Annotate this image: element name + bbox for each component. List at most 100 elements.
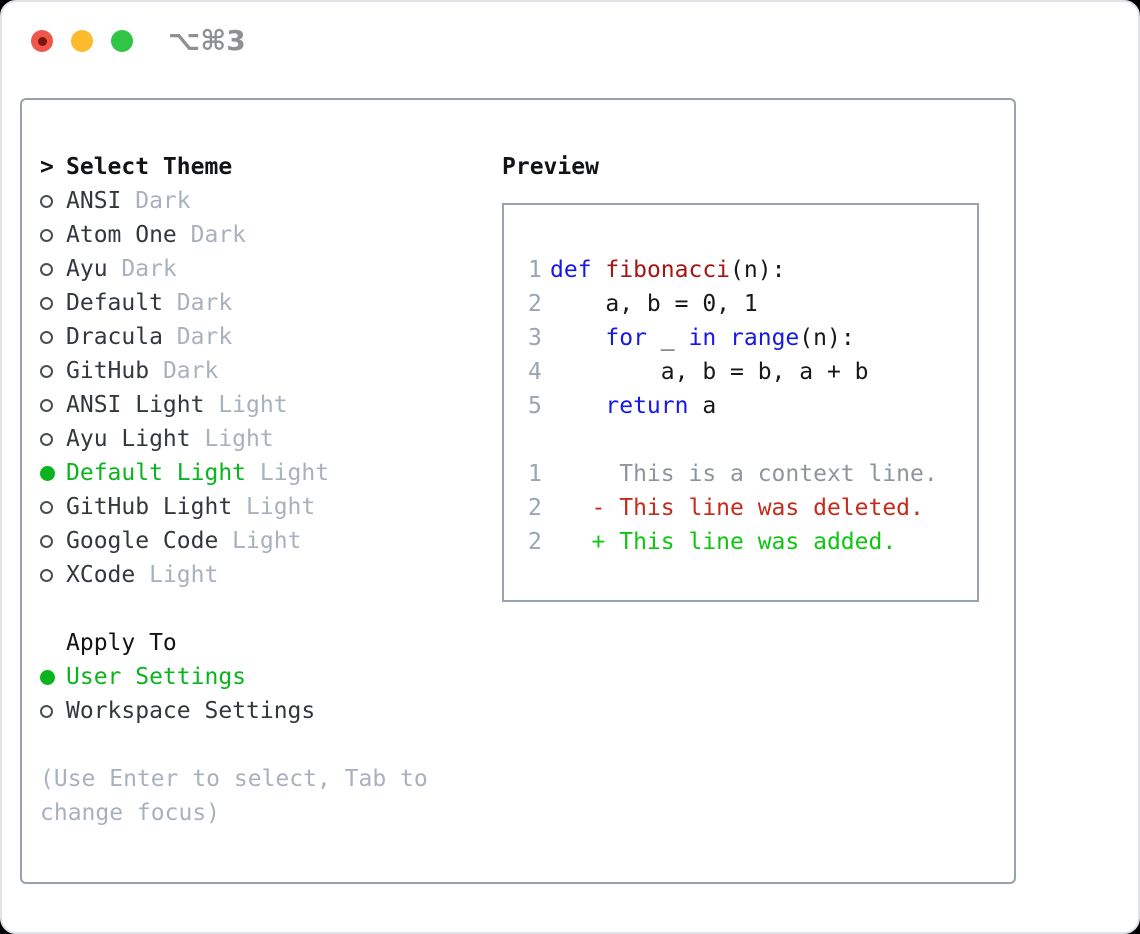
code-token: for xyxy=(605,325,647,351)
line-number: 2 xyxy=(528,291,542,317)
code-line: 3 for _ in range(n): xyxy=(528,321,965,355)
theme-item[interactable]: Ayu Light Light xyxy=(40,422,480,456)
code-token: - This line was deleted. xyxy=(550,495,924,521)
titlebar: ⌥⌘3 xyxy=(2,2,1138,82)
line-number: 4 xyxy=(528,359,542,385)
radio-selected-icon xyxy=(40,669,55,685)
radio-icon xyxy=(40,568,53,582)
theme-item[interactable]: Atom One Dark xyxy=(40,218,480,252)
code-line: 2 a, b = 0, 1 xyxy=(528,287,965,321)
code-token: range xyxy=(730,325,800,351)
radio-selected-icon xyxy=(40,465,55,481)
line-number: 1 xyxy=(528,257,542,283)
apply-to-title: Apply To xyxy=(66,630,177,656)
theme-item[interactable]: Ayu Dark xyxy=(40,252,480,286)
code-token: def xyxy=(550,257,592,283)
line-number: 1 xyxy=(528,461,542,487)
code-line: 5 return a xyxy=(528,389,965,423)
radio-icon xyxy=(40,432,53,446)
diff-line: 2 - This line was deleted. xyxy=(528,491,965,525)
code-token xyxy=(550,389,605,423)
line-number: 3 xyxy=(528,325,542,351)
theme-variant: Light xyxy=(232,494,316,520)
preview-header: Preview xyxy=(502,150,998,184)
theme-name: ANSI Light xyxy=(66,392,205,418)
theme-variant: Light xyxy=(204,392,288,418)
theme-name: GitHub xyxy=(66,358,150,384)
radio-icon xyxy=(40,194,53,208)
theme-name: Default xyxy=(66,290,163,316)
line-number: 2 xyxy=(528,529,542,555)
code-token: fibonacci xyxy=(605,257,731,283)
apply-to-header: Apply To xyxy=(40,626,480,660)
code-line: 4 a, b = b, a + b xyxy=(528,355,965,389)
preview-title: Preview xyxy=(502,154,599,180)
theme-variant: Light xyxy=(135,562,219,588)
theme-item[interactable]: GitHub Light Light xyxy=(40,490,480,524)
theme-item[interactable]: Default Dark xyxy=(40,286,480,320)
theme-item[interactable]: Dracula Dark xyxy=(40,320,480,354)
theme-variant: Dark xyxy=(107,256,177,282)
code-token: return xyxy=(605,393,689,419)
radio-icon xyxy=(40,330,53,344)
theme-name: XCode xyxy=(66,562,136,588)
code-token: in xyxy=(688,325,717,351)
theme-name: Dracula xyxy=(66,324,163,350)
theme-item[interactable]: Google Code Light xyxy=(40,524,480,558)
theme-name: Default Light xyxy=(66,460,247,486)
code-token xyxy=(592,253,606,287)
code-token: + This line was added. xyxy=(550,529,897,555)
close-dot-icon xyxy=(37,36,47,46)
theme-variant: Dark xyxy=(176,222,247,248)
theme-item[interactable]: ANSI Light Light xyxy=(40,388,480,422)
theme-variant: Dark xyxy=(162,290,233,316)
radio-icon xyxy=(40,228,53,242)
theme-item[interactable]: XCode Light xyxy=(40,558,480,592)
spacer xyxy=(40,592,480,626)
line-number: 2 xyxy=(528,495,542,521)
theme-name: Google Code xyxy=(66,528,219,554)
theme-item[interactable]: Default Light Light xyxy=(40,456,480,490)
radio-icon xyxy=(40,364,53,378)
theme-variant: Dark xyxy=(149,358,219,384)
code-token xyxy=(716,321,730,355)
maximize-button[interactable] xyxy=(111,30,133,52)
radio-icon xyxy=(40,500,53,514)
radio-icon xyxy=(40,262,53,276)
select-theme-title: Select Theme xyxy=(66,154,233,180)
code-token: a, b = b, a + b xyxy=(550,359,869,385)
apply-option[interactable]: User Settings xyxy=(40,660,480,694)
select-theme-header: > Select Theme xyxy=(40,150,480,184)
apply-option[interactable]: Workspace Settings xyxy=(40,694,480,728)
line-number: 5 xyxy=(528,393,542,419)
radio-icon xyxy=(40,704,53,718)
hint-line: change focus) xyxy=(40,800,221,826)
theme-variant: Light xyxy=(190,426,274,452)
code-token: a, b = 0, 1 xyxy=(550,291,758,317)
code-token: a xyxy=(688,393,717,419)
code-token: _ xyxy=(646,325,689,351)
radio-icon xyxy=(40,398,53,412)
theme-name: ANSI xyxy=(66,188,122,214)
theme-name: Atom One xyxy=(66,222,177,248)
close-button[interactable] xyxy=(31,30,53,52)
theme-variant: Light xyxy=(246,460,330,486)
theme-variant: Light xyxy=(218,528,302,554)
diff-preview: 1 This is a context line.2 - This line w… xyxy=(528,457,965,559)
minimize-button[interactable] xyxy=(71,30,93,52)
theme-variant: Dark xyxy=(162,324,233,350)
theme-item[interactable]: ANSI Dark xyxy=(40,184,480,218)
theme-item[interactable]: GitHub Dark xyxy=(40,354,480,388)
theme-name: Ayu Light xyxy=(66,426,191,452)
code-token xyxy=(550,321,605,355)
focus-caret-icon: > xyxy=(40,154,54,180)
code-token: (n): xyxy=(730,257,786,283)
